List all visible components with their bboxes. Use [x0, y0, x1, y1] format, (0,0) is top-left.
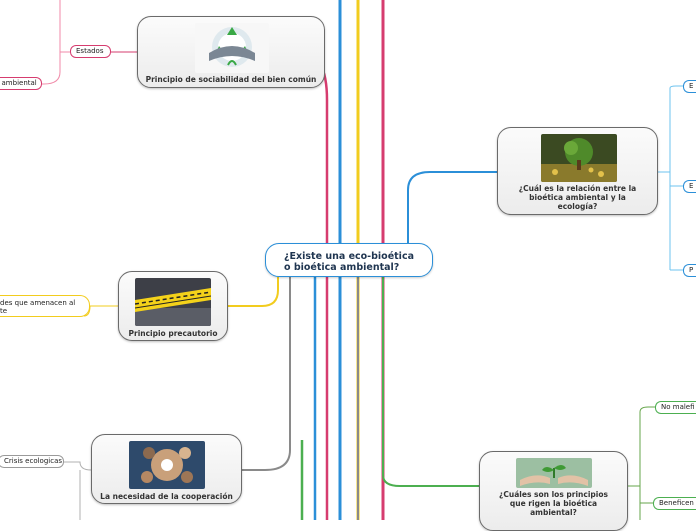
central-topic-label: ¿Existe una eco-bioética o bioética ambi… [284, 251, 414, 273]
mind-map-connectors [42, 0, 683, 520]
handshake-recycle-image [195, 23, 269, 73]
topic-cooperacion-label: La necesidad de la cooperación [100, 492, 233, 501]
topic-sociabilidad-label: Principio de sociabilidad del bien común [145, 75, 317, 84]
connector-to-precautorio [228, 277, 279, 307]
leaf-beneficencia[interactable]: Beneficen [653, 497, 696, 510]
leaf-amenacen-line1: des que amenacen al [0, 299, 76, 307]
topic-precautorio-label: Principio precautorio [128, 329, 218, 338]
topic-principios-label: ¿Cuáles son los principios que rigen la … [499, 490, 608, 517]
topic-principios[interactable]: ¿Cuáles son los principios que rigen la … [479, 451, 628, 531]
leaf-crisis[interactable]: Crisis ecologicas [0, 455, 64, 468]
central-topic[interactable]: ¿Existe una eco-bioética o bioética ambi… [265, 243, 433, 277]
leaf-ambiental[interactable]: a ambiental [0, 77, 42, 90]
tree-coins-image [541, 134, 617, 182]
leaf-e1[interactable]: E [683, 80, 696, 93]
topic-relacion-label: ¿Cuál es la relación entre la bioética a… [518, 184, 637, 211]
connector-to-principios [382, 277, 479, 487]
leaf-connector-ambiental [42, 0, 61, 85]
topic-sociabilidad[interactable]: Principio de sociabilidad del bien común [137, 16, 325, 88]
hands-together-image [129, 441, 205, 489]
leaf-connector-principios [628, 412, 641, 520]
leaf-e2[interactable]: E [683, 180, 696, 193]
connector-to-relacion [407, 171, 497, 245]
topic-precautorio[interactable]: Principio precautorio [118, 271, 228, 341]
leaf-connector-crisis [64, 461, 92, 471]
topic-cooperacion[interactable]: La necesidad de la cooperación [91, 434, 242, 504]
leaf-connector-relacion [658, 88, 671, 270]
leaf-amenacen-line2: te [0, 307, 8, 315]
connector-to-sociabilidad [299, 50, 329, 520]
topic-relacion[interactable]: ¿Cuál es la relación entre la bioética a… [497, 127, 658, 215]
hands-plant-image [516, 458, 592, 488]
connector-to-cooperacion [242, 277, 291, 471]
leaf-estados[interactable]: Estados [70, 45, 111, 58]
leaf-connector-nomal [639, 406, 655, 413]
leaf-amenacen[interactable]: des que amenacen al te [0, 295, 90, 317]
leaf-p[interactable]: P [683, 264, 696, 277]
leaf-no-maleficencia[interactable]: No malefi [655, 401, 696, 414]
leaf-connector-e1 [669, 85, 683, 89]
caution-tape-image [135, 278, 211, 326]
